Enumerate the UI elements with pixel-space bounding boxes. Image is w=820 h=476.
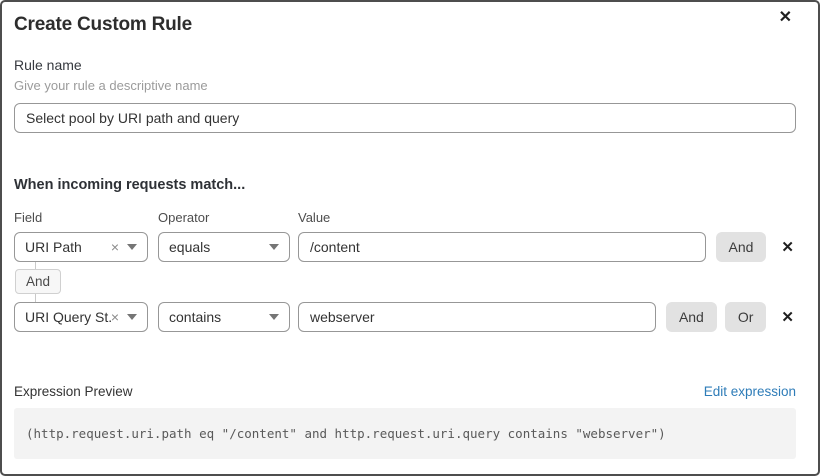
connector-line	[35, 262, 36, 269]
rule-name-label: Rule name	[14, 57, 82, 73]
remove-condition-icon[interactable]: ✕	[781, 308, 794, 326]
condition-connector: And	[14, 262, 796, 302]
and-button[interactable]: And	[665, 302, 717, 332]
value-column-label: Value	[298, 210, 331, 225]
field-select[interactable]: URI Query St... ×	[14, 302, 148, 332]
operator-select[interactable]: contains	[158, 302, 290, 332]
expression-preview-label: Expression Preview	[14, 384, 133, 399]
operator-select[interactable]: equals	[158, 232, 290, 262]
or-button[interactable]: Or	[724, 302, 767, 332]
chevron-down-icon	[269, 314, 279, 320]
field-select-value: URI Query St...	[25, 309, 111, 325]
page-title: Create Custom Rule	[14, 14, 192, 35]
clear-icon[interactable]: ×	[110, 309, 119, 325]
field-select-value: URI Path	[25, 239, 82, 255]
operator-select-value: equals	[169, 239, 211, 255]
expression-preview-header: Expression Preview Edit expression	[14, 384, 796, 399]
chevron-down-icon	[127, 244, 137, 250]
rule-name-input[interactable]	[14, 103, 796, 133]
connector-line	[35, 294, 36, 302]
rule-condition-row: URI Path × equals And ✕	[14, 232, 796, 262]
close-icon[interactable]: ✕	[778, 9, 792, 26]
value-input[interactable]	[298, 232, 706, 262]
match-heading: When incoming requests match...	[14, 177, 246, 193]
field-column-label: Field	[14, 210, 43, 225]
and-button[interactable]: And	[715, 232, 767, 262]
rule-condition-row: URI Query St... × contains And Or ✕	[14, 302, 796, 332]
clear-icon[interactable]: ×	[110, 239, 119, 255]
and-connector-badge: And	[15, 269, 62, 294]
expression-code: (http.request.uri.path eq "/content" and…	[14, 408, 796, 459]
chevron-down-icon	[269, 244, 279, 250]
field-select[interactable]: URI Path ×	[14, 232, 148, 262]
rule-name-helper: Give your rule a descriptive name	[14, 78, 208, 93]
operator-select-value: contains	[169, 309, 222, 325]
operator-column-label: Operator	[158, 210, 210, 225]
remove-condition-icon[interactable]: ✕	[781, 238, 794, 256]
column-labels: Field Operator Value	[14, 210, 796, 225]
edit-expression-link[interactable]: Edit expression	[703, 384, 796, 399]
value-input[interactable]	[298, 302, 656, 332]
chevron-down-icon	[127, 314, 137, 320]
